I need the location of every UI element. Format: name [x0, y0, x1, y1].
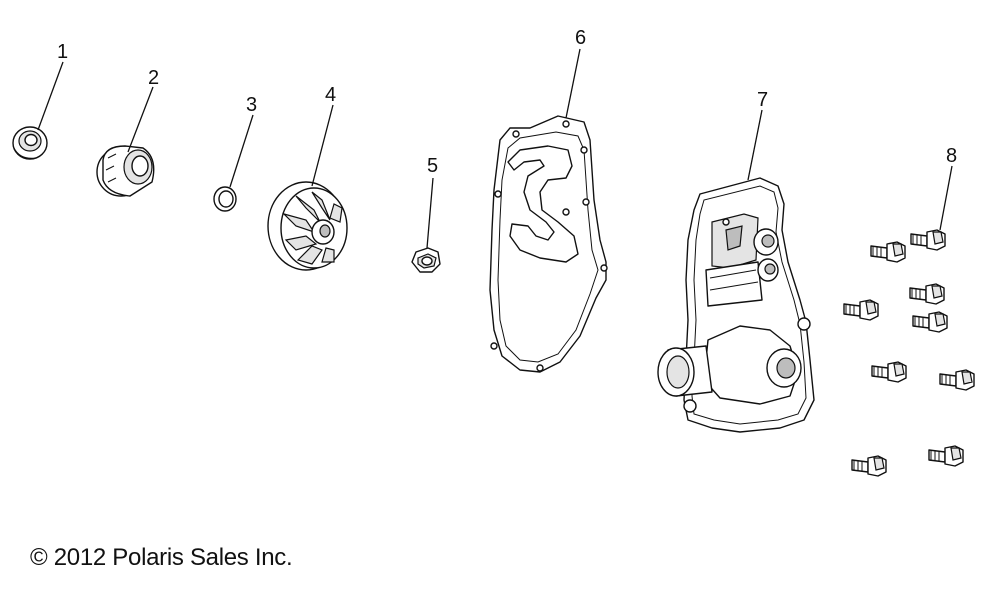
part-1-seal — [12, 126, 48, 160]
callout-6: 6 — [575, 27, 586, 49]
bolt-9 — [851, 455, 887, 477]
leader-5 — [426, 177, 434, 249]
bolt-2 — [870, 241, 906, 263]
callout-4: 4 — [325, 84, 336, 106]
bolt-4 — [843, 299, 879, 321]
part-4-impeller — [267, 181, 348, 271]
leader-7 — [747, 109, 763, 181]
callout-2: 2 — [148, 67, 159, 89]
callout-5: 5 — [427, 155, 438, 177]
leader-3 — [229, 114, 254, 188]
part-6-gasket — [489, 115, 608, 373]
part-3-o-ring — [213, 186, 237, 212]
bolt-7 — [939, 369, 975, 391]
callout-3: 3 — [246, 94, 257, 116]
bolt-8 — [928, 445, 964, 467]
bolt-1 — [910, 229, 946, 251]
bolt-5 — [912, 311, 948, 333]
part-2-bearing — [96, 145, 155, 197]
callout-7: 7 — [757, 89, 768, 111]
callout-1: 1 — [57, 41, 68, 63]
leader-4 — [311, 104, 334, 187]
part-5-nut — [411, 247, 441, 273]
part-7-pump-cover — [657, 177, 815, 433]
bolt-3 — [909, 283, 945, 305]
bolt-6 — [871, 361, 907, 383]
part-8-bolts — [843, 229, 975, 477]
leader-8 — [939, 165, 953, 231]
leader-2 — [127, 86, 154, 153]
copyright-notice: © 2012 Polaris Sales Inc. — [30, 544, 293, 571]
callout-8: 8 — [946, 145, 957, 167]
leader-6 — [565, 48, 581, 119]
leader-1 — [37, 61, 64, 131]
